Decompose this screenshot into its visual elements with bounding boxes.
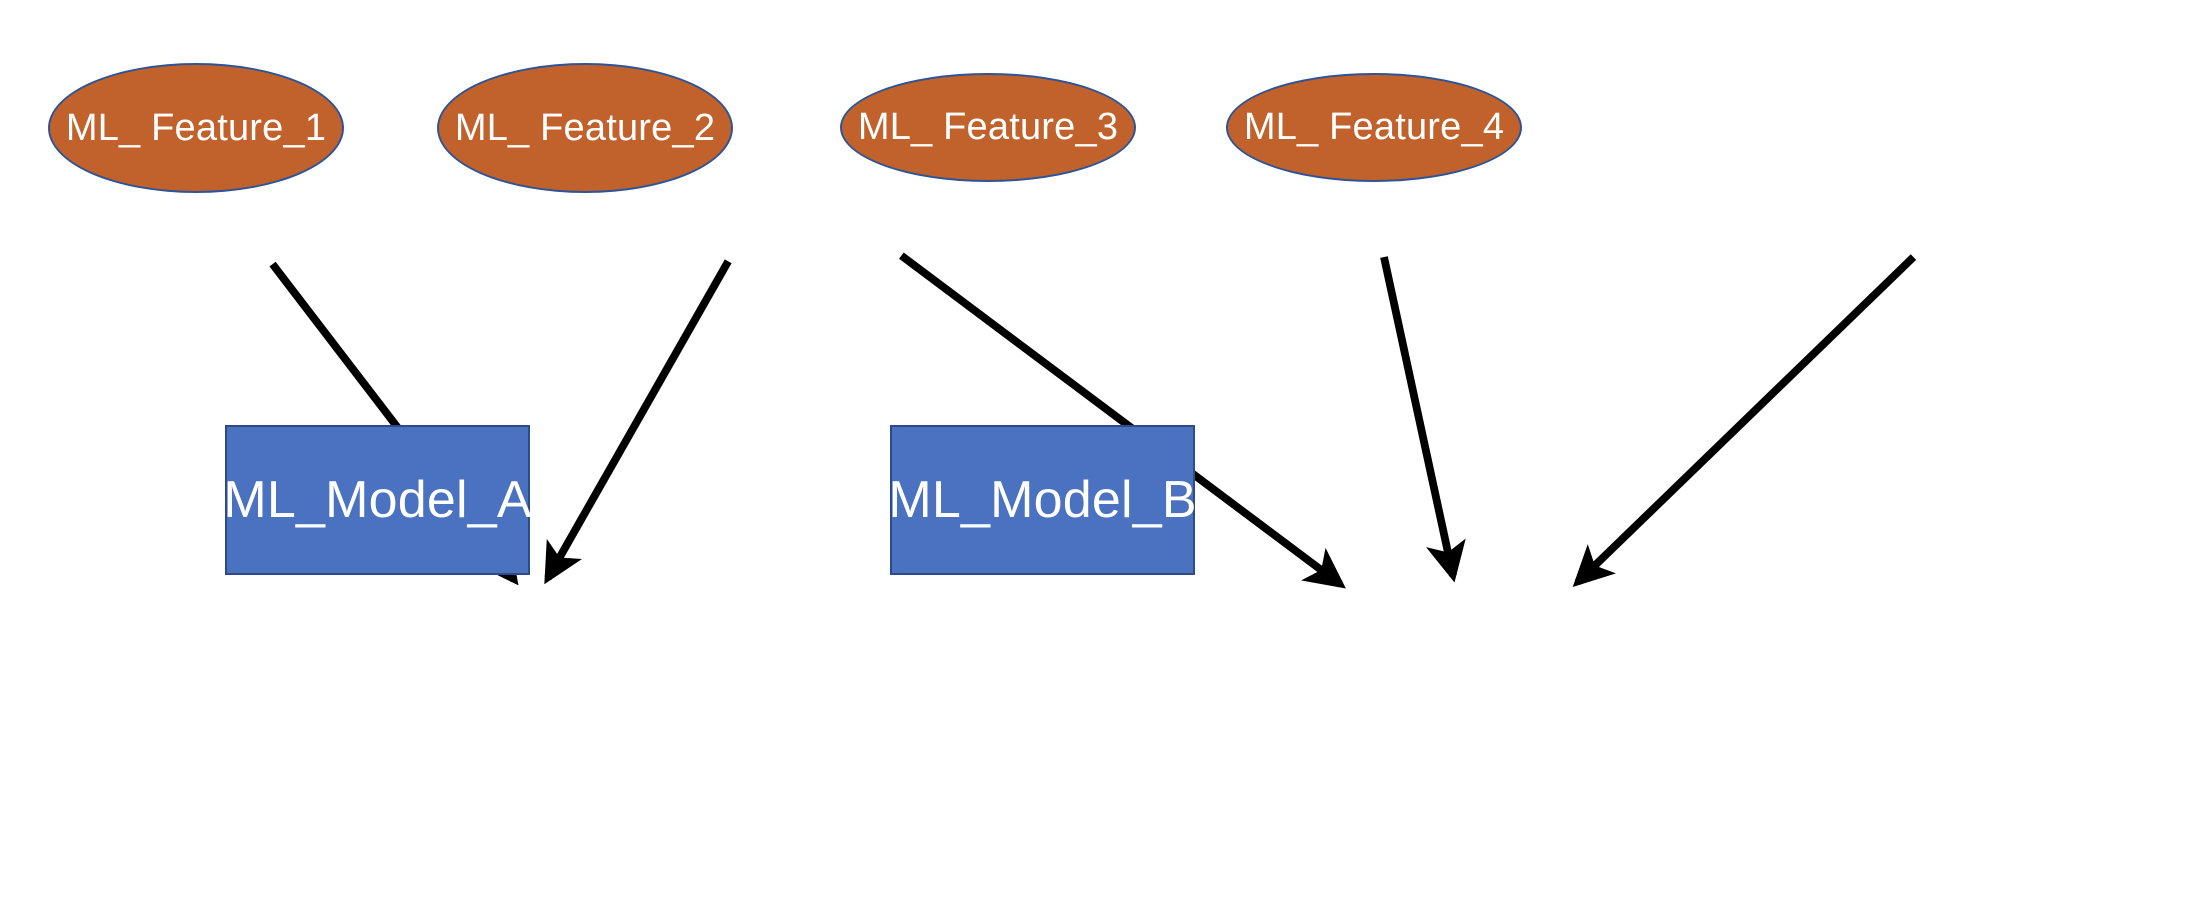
edge-feature-4-to-model-b bbox=[1572, 254, 1917, 587]
feature-node-1-label: ML_ Feature_1 bbox=[65, 106, 327, 149]
feature-node-1[interactable]: ML_ Feature_1 bbox=[48, 63, 344, 193]
model-node-a-label: ML_Model_A bbox=[223, 471, 532, 529]
feature-node-4-label: ML_ Feature_4 bbox=[1243, 106, 1505, 148]
model-node-b-label: ML_Model_B bbox=[888, 471, 1197, 529]
feature-node-4[interactable]: ML_ Feature_4 bbox=[1226, 73, 1522, 182]
feature-node-2[interactable]: ML_ Feature_2 bbox=[437, 63, 733, 193]
feature-node-3-label: ML_ Feature_3 bbox=[857, 106, 1119, 148]
edge-feature-3-to-model-b bbox=[1380, 256, 1466, 583]
edge-feature-2-to-model-b bbox=[899, 252, 1346, 589]
feature-node-3[interactable]: ML_ Feature_3 bbox=[840, 73, 1136, 182]
model-node-a[interactable]: ML_Model_A bbox=[223, 425, 532, 575]
edge-feature-2-to-model-a bbox=[544, 259, 732, 585]
feature-node-2-label: ML_ Feature_2 bbox=[454, 106, 716, 149]
model-node-b[interactable]: ML_Model_B bbox=[888, 425, 1197, 575]
